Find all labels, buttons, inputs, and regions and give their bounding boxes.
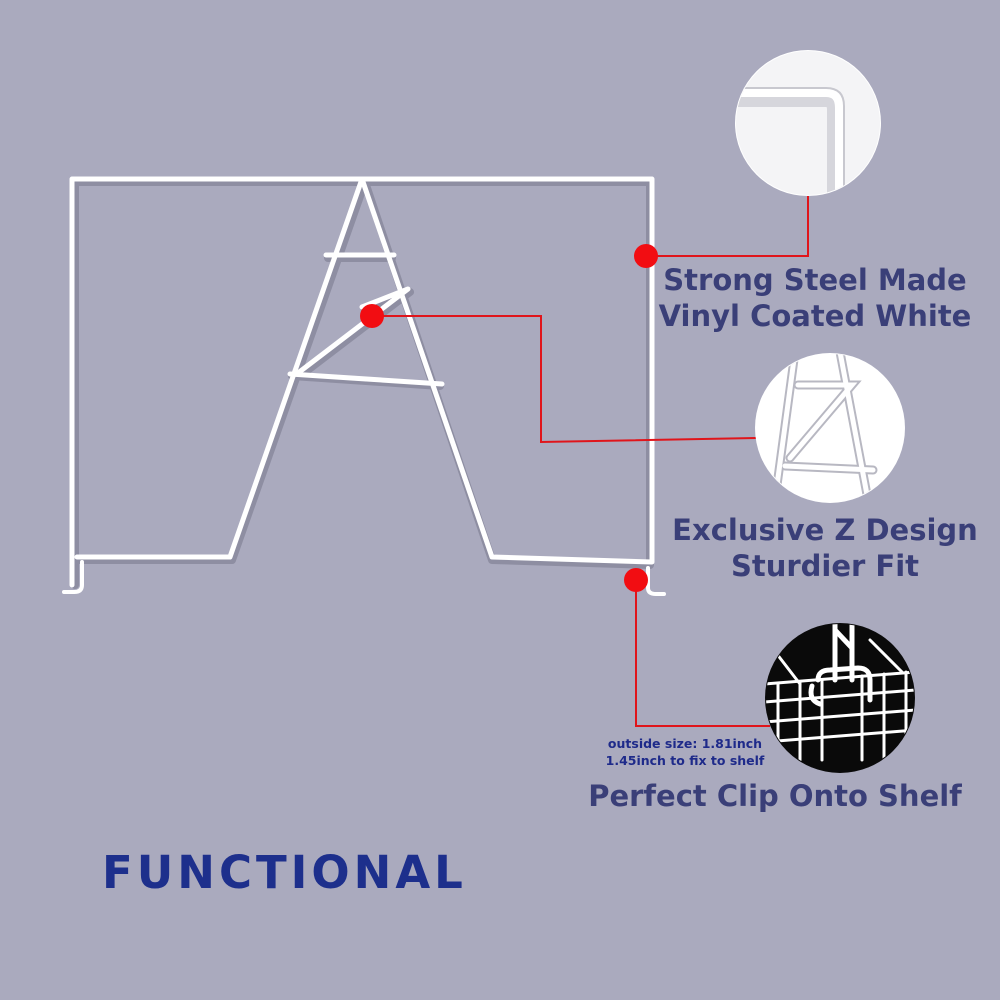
detail-circle-corner	[735, 50, 881, 196]
callout-markers	[360, 244, 658, 592]
marker-steel	[634, 244, 658, 268]
clip-hook-right	[646, 566, 666, 596]
feature-label-clip: Perfect Clip Onto Shelf	[580, 778, 970, 814]
size-note-line: 1.45inch to fix to shelf	[605, 752, 765, 768]
size-note-line: outside size: 1.81inch	[607, 736, 763, 751]
feature-line: Sturdier Fit	[730, 549, 920, 584]
feature-line: Exclusive Z Design	[672, 513, 978, 547]
callout-line-z	[372, 315, 757, 444]
feature-label-steel: Strong Steel Made Vinyl Coated White	[650, 262, 980, 335]
marker-clip	[624, 568, 648, 592]
page-title: FUNCTIONAL	[102, 846, 467, 899]
marker-z	[360, 304, 384, 328]
feature-line: Strong Steel Made	[663, 263, 967, 297]
size-note: outside size: 1.81inch 1.45inch to fix t…	[580, 736, 790, 770]
clip-hook-left	[62, 560, 84, 594]
callout-line-clip	[635, 580, 770, 727]
feature-label-z-design: Exclusive Z Design Sturdier Fit	[660, 512, 990, 585]
callout-lines	[372, 195, 809, 727]
feature-line: Vinyl Coated White	[658, 299, 972, 334]
detail-circle-z-design	[755, 353, 905, 503]
feature-line: Perfect Clip Onto Shelf	[588, 779, 962, 813]
shelf-divider-wire	[62, 176, 666, 596]
callout-line-steel	[646, 195, 809, 257]
